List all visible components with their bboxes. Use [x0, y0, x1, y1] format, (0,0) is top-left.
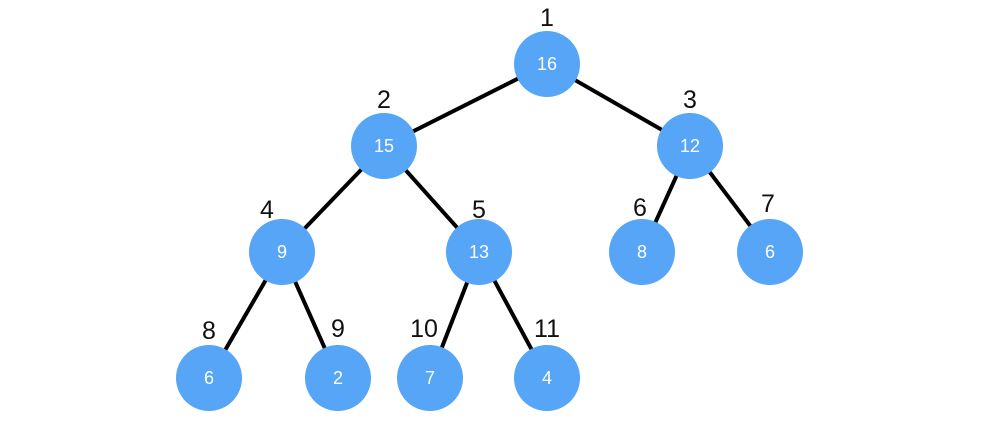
node-index-label-4: 4: [260, 196, 274, 224]
node-value: 12: [680, 136, 700, 156]
node-index-label-6: 6: [633, 194, 647, 222]
edge-2-4: [300, 164, 366, 234]
node-circle: [305, 345, 371, 411]
edge-1-3: [570, 76, 667, 134]
node-value: 13: [469, 242, 489, 262]
node-circle: [657, 113, 723, 179]
edge-5-11: [490, 275, 536, 355]
edge-2-5: [401, 165, 462, 233]
tree-node-11: 4: [514, 345, 580, 411]
node-value: 7: [425, 368, 435, 388]
tree-node-1: 16: [514, 31, 580, 97]
node-circle: [249, 219, 315, 285]
node-index-label-1: 1: [540, 4, 554, 32]
node-circle: [176, 345, 242, 411]
node-value: 4: [542, 368, 552, 388]
tree-node-9: 2: [305, 345, 371, 411]
tree-nodes: 16 15 12 9 13 8 6 6 2 7 4: [176, 31, 803, 411]
edge-1-2: [407, 75, 524, 135]
node-value: 15: [374, 136, 394, 156]
edge-3-7: [705, 167, 755, 231]
node-index-label-9: 9: [331, 315, 345, 343]
node-index-label-5: 5: [472, 196, 486, 224]
node-index-label-11: 11: [534, 315, 560, 343]
node-value: 2: [333, 368, 343, 388]
node-index-label-10: 10: [410, 315, 438, 343]
edge-4-9: [291, 276, 329, 354]
tree-node-5: 13: [446, 219, 512, 285]
tree-node-10: 7: [397, 345, 463, 411]
node-value: 6: [204, 368, 214, 388]
tree-node-3: 12: [657, 113, 723, 179]
node-circle: [397, 345, 463, 411]
tree-node-7: 6: [737, 219, 803, 285]
node-index-label-3: 3: [683, 86, 697, 114]
tree-node-4: 9: [249, 219, 315, 285]
node-circle: [514, 345, 580, 411]
node-circle: [609, 219, 675, 285]
node-value: 6: [765, 242, 775, 262]
tree-node-8: 6: [176, 345, 242, 411]
node-circle: [737, 219, 803, 285]
node-value: 16: [537, 54, 557, 74]
node-circle: [446, 219, 512, 285]
node-value: 8: [637, 242, 647, 262]
node-index-label-7: 7: [761, 190, 775, 218]
edge-4-8: [221, 275, 270, 355]
node-circle: [351, 113, 417, 179]
edge-3-6: [651, 170, 681, 228]
tree-edges: [221, 75, 755, 355]
node-index-label-8: 8: [202, 317, 216, 345]
node-circle: [514, 31, 580, 97]
node-value: 9: [277, 242, 287, 262]
edge-5-10: [438, 277, 471, 353]
tree-node-2: 15: [351, 113, 417, 179]
node-index-label-2: 2: [377, 86, 391, 114]
tree-node-6: 8: [609, 219, 675, 285]
